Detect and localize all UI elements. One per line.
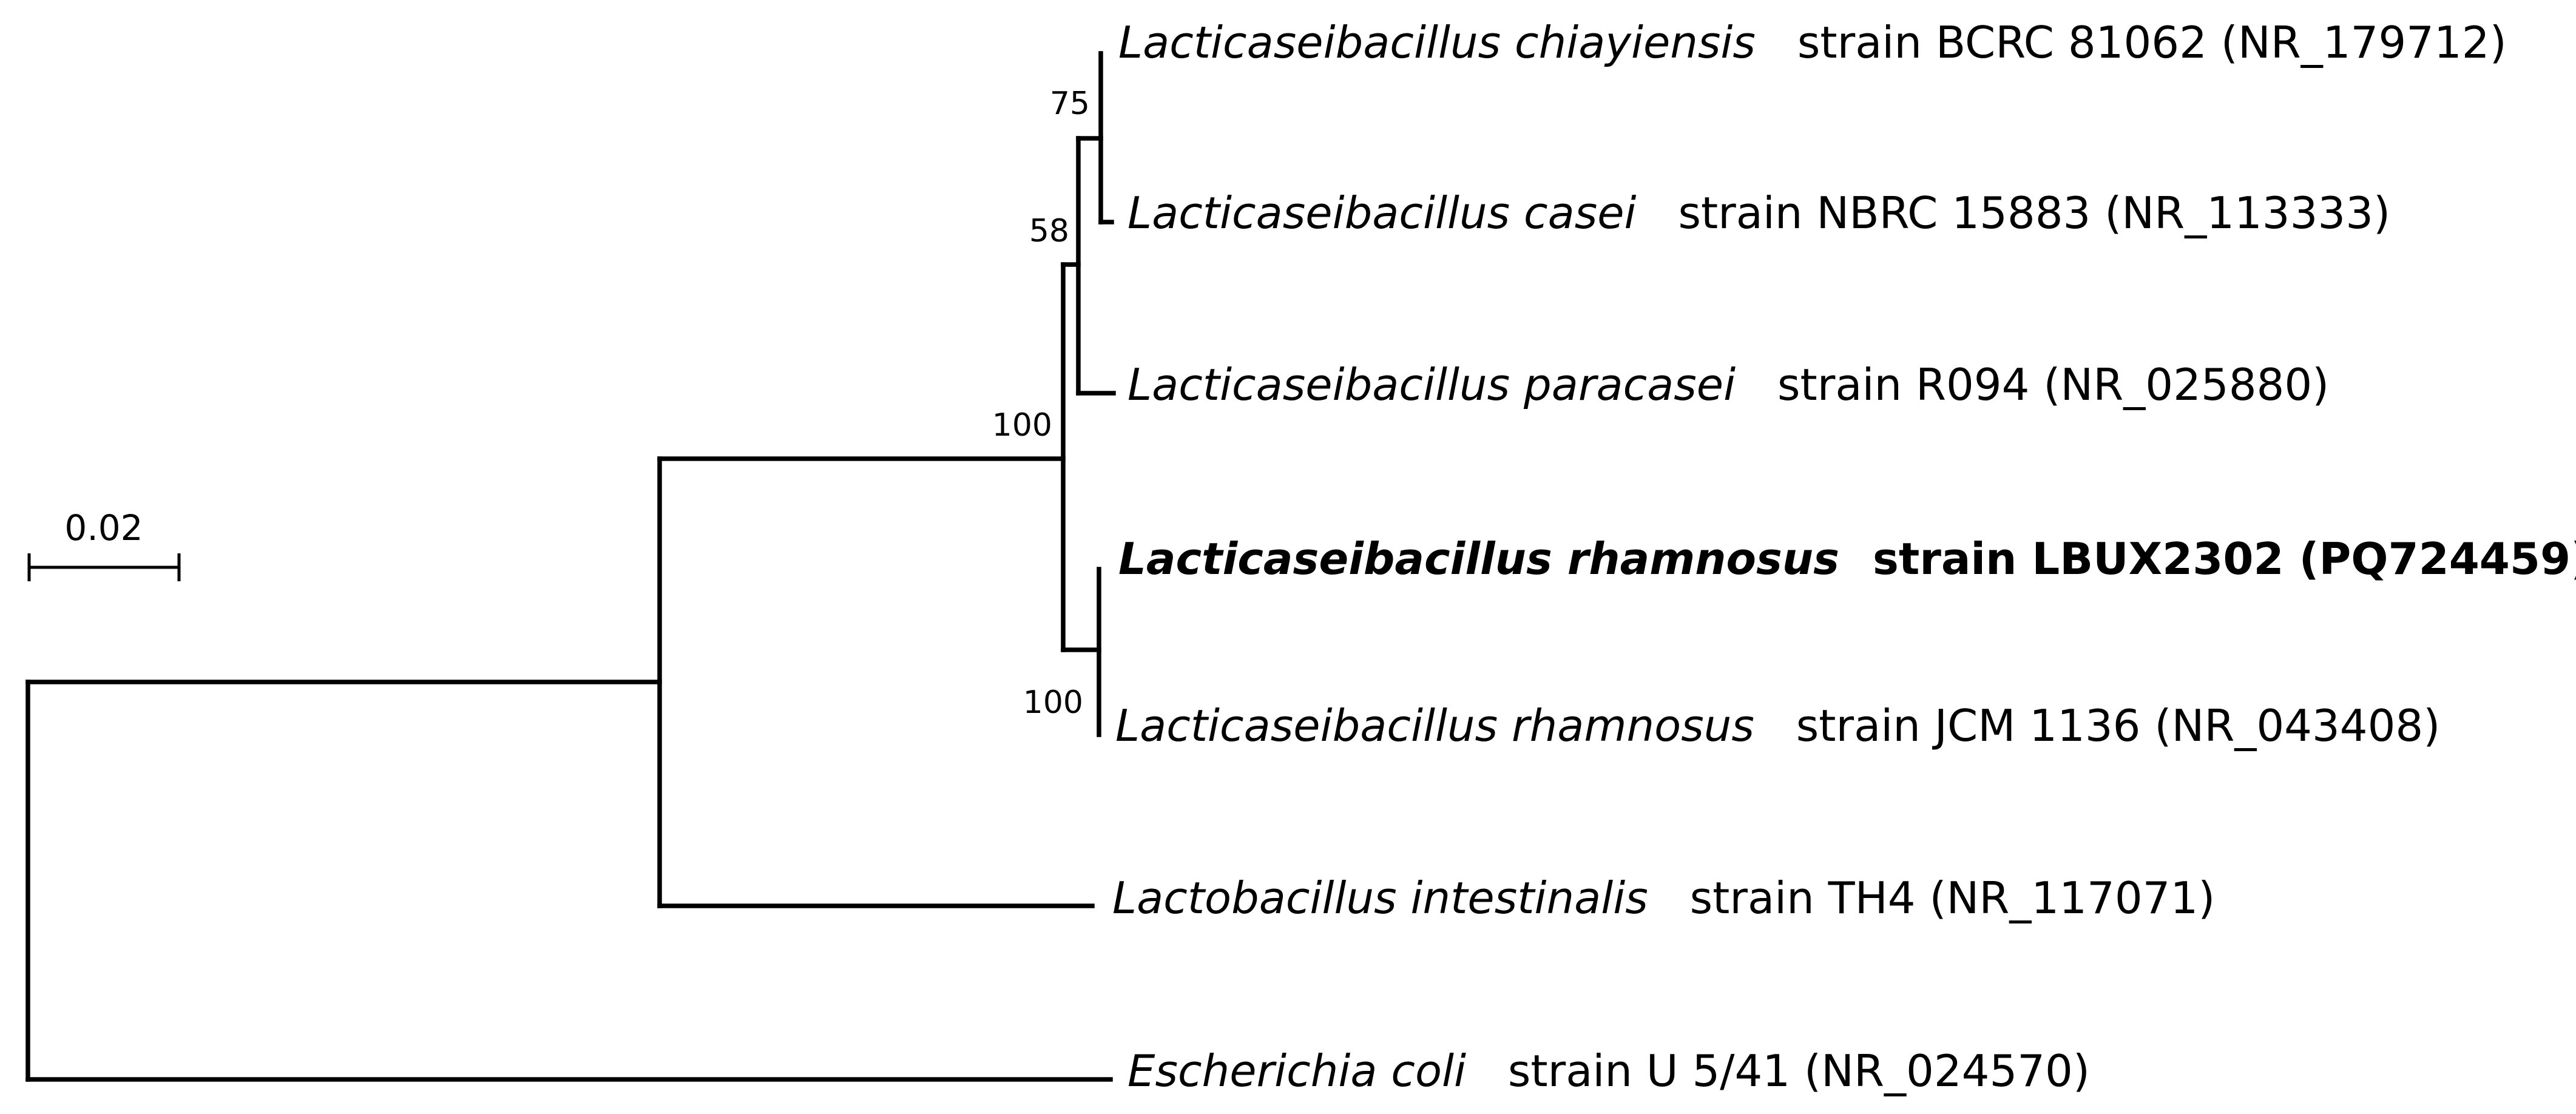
bootstrap-rhamnosus-pair: 100: [1023, 684, 1083, 721]
taxon-species: Lacticaseibacillus paracasei: [1127, 359, 1736, 410]
bootstrap-casei-group: 58: [1029, 213, 1069, 249]
scale-bar-label: 0.02: [64, 507, 143, 549]
taxon-strain: strain R094 (NR_025880): [1777, 359, 2329, 410]
taxon-strain: strain LBUX2302 (PQ724459): [1873, 533, 2576, 584]
taxon-species: Lacticaseibacillus rhamnosus: [1115, 700, 1754, 751]
taxon-species: Lacticaseibacillus chiayiensis: [1118, 17, 1756, 68]
taxon-label-intestinalis: Lactobacillus intestinalis strain TH4 (N…: [1112, 873, 2215, 923]
bootstrap-casei-chiayiensis: 75: [1050, 86, 1090, 122]
taxon-species: Lacticaseibacillus rhamnosus: [1118, 533, 1839, 584]
taxon-species: Lactobacillus intestinalis: [1112, 873, 1648, 923]
taxon-label-chiayiensis: Lacticaseibacillus chiayiensis strain BC…: [1118, 17, 2507, 68]
taxon-label-escherichia-coli: Escherichia coli strain U 5/41 (NR_02457…: [1127, 1045, 2090, 1096]
taxon-species: Lacticaseibacillus casei: [1127, 187, 1637, 238]
taxon-strain: strain BCRC 81062 (NR_179712): [1797, 17, 2507, 68]
taxon-species: Escherichia coli: [1127, 1045, 1466, 1096]
taxon-strain: strain U 5/41 (NR_024570): [1508, 1045, 2090, 1096]
bootstrap-values: 75 58 100 100: [992, 86, 1090, 721]
taxon-label-paracasei: Lacticaseibacillus paracasei strain R094…: [1127, 359, 2329, 410]
taxon-strain: strain TH4 (NR_117071): [1690, 873, 2216, 923]
taxon-strain: strain JCM 1136 (NR_043408): [1796, 700, 2441, 751]
taxon-strain: strain NBRC 15883 (NR_113333): [1678, 187, 2390, 238]
bootstrap-lacticaseibacillus-clade: 100: [992, 407, 1052, 444]
taxon-label-rhamnosus-jcm1136: Lacticaseibacillus rhamnosus strain JCM …: [1115, 700, 2440, 751]
tree-branches: [25, 51, 1116, 1082]
scale-bar: 0.02: [27, 507, 181, 581]
taxon-labels: Lacticaseibacillus chiayiensis strain BC…: [1112, 17, 2576, 1096]
taxon-label-casei: Lacticaseibacillus casei strain NBRC 158…: [1127, 187, 2390, 238]
taxon-label-rhamnosus-lbux2302: Lacticaseibacillus rhamnosus strain LBUX…: [1118, 533, 2576, 584]
